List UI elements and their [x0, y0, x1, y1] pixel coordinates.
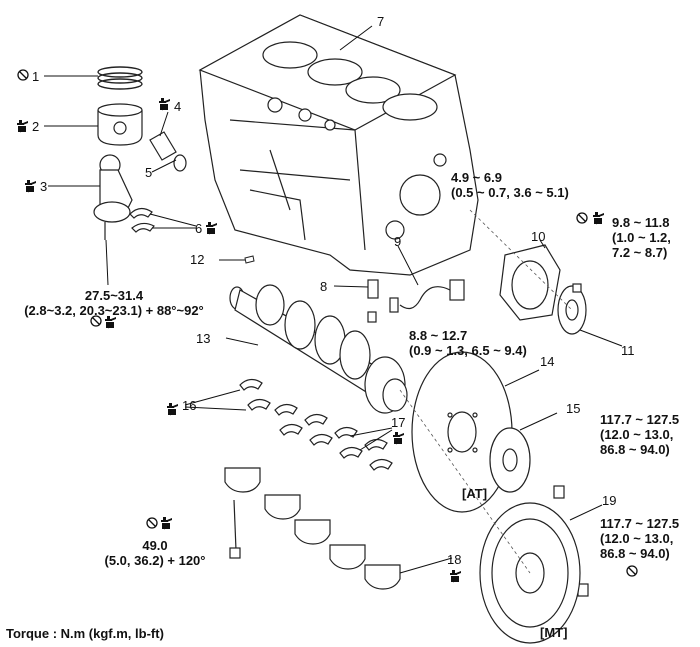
- mt-tag: [MT]: [540, 625, 568, 640]
- no-reuse-icon: [626, 565, 638, 577]
- callout-9: 9: [394, 234, 402, 249]
- no-reuse-icon: [576, 212, 588, 224]
- sensor8-torque: 8.8 ~ 12.7 (0.9 ~ 1.3, 6.5 ~ 9.4): [409, 328, 527, 358]
- callout-17: 17: [391, 415, 406, 430]
- bearing-caps: [224, 467, 401, 590]
- callout-7: 7: [377, 14, 385, 29]
- callout-3: 3: [40, 179, 48, 194]
- oil-can-icon: [592, 211, 605, 225]
- oil-can-icon: [24, 179, 37, 193]
- oil-can-icon: [449, 569, 462, 583]
- callout-6: 6: [195, 221, 203, 236]
- at-tag: [AT]: [462, 486, 488, 501]
- sensor8-torque-1: 8.8 ~ 12.7: [409, 328, 468, 343]
- oil-can-icon: [16, 119, 29, 133]
- oil-can-icon: [392, 431, 405, 445]
- mt-bolt-torque-3: 86.8 ~ 94.0): [600, 546, 670, 561]
- piston-rings: [97, 66, 143, 90]
- callout-19: 19: [602, 493, 617, 508]
- at-bolt-torque-1: 117.7 ~ 127.5: [600, 412, 680, 427]
- seal10-torque-2: (1.0 ~ 1.2,: [612, 230, 671, 245]
- callout-1: 1: [32, 69, 40, 84]
- mt-bolt-torque: 117.7 ~ 127.5 (12.0 ~ 13.0, 86.8 ~ 94.0): [600, 516, 679, 561]
- main-bolt-torque-2: (5.0, 36.2) + 120°: [104, 553, 206, 568]
- callout-8: 8: [320, 279, 328, 294]
- callout-18: 18: [447, 552, 462, 567]
- seal10-torque-1: 9.8 ~ 11.8: [612, 215, 670, 230]
- drive-plate: [411, 351, 513, 513]
- piston: [97, 103, 143, 146]
- callout-4: 4: [174, 99, 182, 114]
- sensor9-torque-1: 4.9 ~ 6.9: [451, 170, 502, 185]
- sensor9-torque-2: (0.5 ~ 0.7, 3.6 ~ 5.1): [451, 185, 569, 200]
- crankshaft: [229, 284, 408, 414]
- rod-bolt-torque: 27.5~31.4 (2.8~3.2, 20.3~23.1) + 88°~92°: [14, 288, 214, 318]
- at-bolt-torque-2: (12.0 ~ 13.0,: [600, 427, 674, 442]
- rod-bolt-torque-1: 27.5~31.4: [84, 288, 144, 303]
- no-reuse-icon: [17, 69, 29, 81]
- callout-10: 10: [531, 229, 546, 244]
- cylinder-block: [198, 14, 479, 276]
- oil-can-icon: [160, 516, 173, 530]
- callout-2: 2: [32, 119, 40, 134]
- at-bolt-torque-3: 86.8 ~ 94.0): [600, 442, 670, 457]
- callout-5: 5: [145, 165, 153, 180]
- seal10-torque-3: 7.2 ~ 8.7): [612, 245, 668, 260]
- no-reuse-icon: [146, 517, 158, 529]
- main-bearings: [239, 378, 393, 471]
- main-bolt-torque: 49.0 (5.0, 36.2) + 120°: [90, 538, 220, 568]
- rod-bolt-torque-2: (2.8~3.2, 20.3~23.1) + 88°~92°: [24, 303, 204, 318]
- callout-16: 16: [182, 398, 197, 413]
- mt-bolt-torque-2: (12.0 ~ 13.0,: [600, 531, 674, 546]
- oil-can-icon: [205, 221, 218, 235]
- sensor8-torque-2: (0.9 ~ 1.3, 6.5 ~ 9.4): [409, 343, 527, 358]
- callout-14: 14: [540, 354, 555, 369]
- torque-units-footer: Torque : N.m (kgf.m, lb-ft): [6, 626, 164, 641]
- callout-12: 12: [190, 252, 205, 267]
- sensor9-torque: 4.9 ~ 6.9 (0.5 ~ 0.7, 3.6 ~ 5.1): [451, 170, 569, 200]
- rod-bearings: [129, 207, 155, 233]
- callout-13: 13: [196, 331, 211, 346]
- at-bolt-torque: 117.7 ~ 127.5 (12.0 ~ 13.0, 86.8 ~ 94.0): [600, 412, 679, 457]
- piston-pin: [149, 131, 187, 172]
- callout-11: 11: [621, 343, 635, 358]
- seal10-torque: 9.8 ~ 11.8 (1.0 ~ 1.2, 7.2 ~ 8.7): [612, 215, 671, 260]
- mt-bolt-torque-1: 117.7 ~ 127.5: [600, 516, 680, 531]
- oil-can-icon: [158, 97, 171, 111]
- callout-15: 15: [566, 401, 581, 416]
- rear-oil-seal: [499, 244, 561, 321]
- connecting-rod: [93, 154, 133, 240]
- main-bolt-torque-1: 49.0: [142, 538, 168, 553]
- oil-can-icon: [166, 402, 179, 416]
